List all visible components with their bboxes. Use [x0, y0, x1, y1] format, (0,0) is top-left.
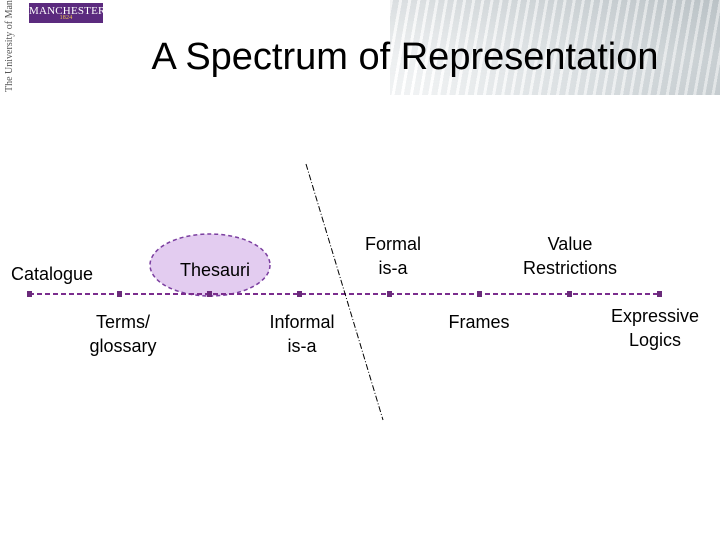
header-banner: MANCHESTER 1824 The University of Manche…: [0, 0, 720, 95]
axis-tick: [657, 291, 662, 297]
header-photo: [390, 0, 720, 95]
slide-title: A Spectrum of Representation: [151, 36, 659, 78]
label-thesauri: Thesauri: [179, 260, 251, 280]
axis-tick: [27, 291, 32, 297]
label-catalogue: Catalogue: [10, 264, 94, 284]
axis-tick: [567, 291, 572, 297]
axis-ticks: [27, 291, 662, 297]
label-frames: Frames: [448, 312, 510, 332]
axis-tick: [117, 291, 122, 297]
axis-tick: [477, 291, 482, 297]
logo-year: 1824: [59, 15, 73, 21]
label-formal-is-a: Formal is-a: [364, 234, 422, 278]
label-informal-is-a: Informal is-a: [269, 312, 335, 356]
label-expressive-logics: Expressive Logics: [610, 306, 700, 350]
label-value-restrictions: Value Restrictions: [522, 234, 618, 278]
divider-line: [305, 163, 384, 421]
axis-tick: [387, 291, 392, 297]
university-logo: MANCHESTER 1824: [29, 3, 106, 23]
axis-tick: [207, 291, 212, 297]
axis-tick: [297, 291, 302, 297]
label-terms-glossary: Terms/ glossary: [89, 312, 157, 356]
logo-text: MANCHESTER: [29, 5, 106, 17]
